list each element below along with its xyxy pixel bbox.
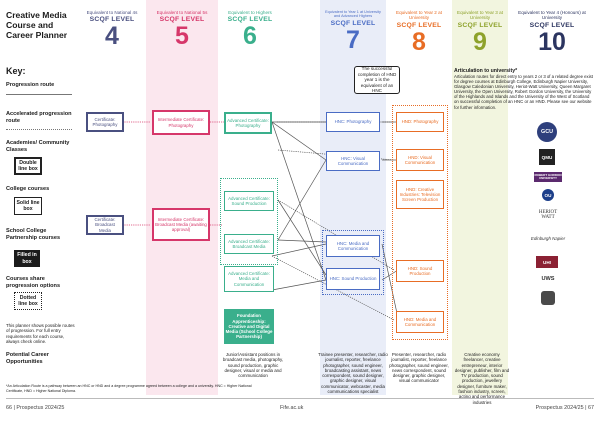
hnd-callout: The successful completion of HND year 1 … (354, 66, 400, 94)
course-int-broadcast: Intermediate Certificate: Broadcast Medi… (152, 208, 210, 241)
course-hnd-media-comm: HND: Media and Communication (396, 311, 444, 333)
key-progression-line (6, 94, 72, 95)
level-8-number: 8 (412, 27, 426, 56)
level-6-number: 6 (243, 22, 257, 51)
level-6-equiv: Equivalent to Highers (228, 10, 272, 15)
career-level-9: Creative economy freelancer, creative en… (454, 352, 510, 405)
footer-right: Prospectus 2024/25 | 67 (535, 405, 594, 411)
level-9-number: 9 (473, 27, 487, 56)
logo-rgu: ROBERT GORDON UNIVERSITY (534, 172, 562, 182)
page-title: Creative Media Course and Career Planner (6, 10, 68, 41)
column-level-10: Equivalent to Year 4 (Honours) at Univer… (510, 0, 594, 395)
logo-ou: OU (542, 189, 554, 201)
course-adv-media-comm: Advanced Certificate: Media and Communic… (224, 266, 274, 292)
logo-gcu: GCU (537, 122, 557, 142)
university-heading: Articulation to university* (454, 68, 518, 74)
course-int-photography: Intermediate Certificate: Photography (152, 110, 210, 135)
key-academies: Academies/ Community Classes (6, 140, 70, 153)
level-10-equiv: Equivalent to Year 4 (Honours) at Univer… (518, 10, 586, 21)
footer-center: Fife.ac.uk (280, 405, 304, 411)
key-heading: Key: (6, 66, 26, 76)
course-adv-broadcast: Advanced Certificate: Broadcast Media (224, 234, 274, 254)
course-adv-photography: Advanced Certificate: Photography (224, 112, 272, 134)
logo-napier: Edinburgh Napier (530, 236, 566, 241)
footer-rule (6, 398, 594, 399)
column-level-5: Equivalent to National 5s SCQF LEVEL 5 (146, 0, 218, 395)
level-10-number: 10 (538, 27, 566, 56)
footer-left: 66 | Prospectus 2024/25 (6, 405, 65, 411)
key-school-college: School College Partnership courses (6, 228, 61, 241)
course-hnd-sound: HND: Sound Production (396, 260, 444, 282)
logo-heriot-watt: HERIOT WATT (538, 210, 558, 221)
course-hnc-sound: HNC: Sound Production (326, 268, 380, 290)
university-text: Articulation routes for direct entry to … (454, 74, 594, 110)
logo-qmu: QMU (539, 149, 555, 165)
course-hnc-photography: HNC: Photography (326, 112, 380, 132)
logo-qmu-text: QMU (541, 154, 553, 160)
level-4-number: 4 (105, 22, 119, 51)
key-filled-box: Filled in box (14, 250, 40, 267)
key-accelerated-route: Accelerated progression route (6, 111, 72, 124)
course-adv-sound: Advanced Certificate: Sound Production (224, 191, 274, 211)
course-hnd-visual: HND: Visual Communication (396, 149, 444, 171)
column-bg-level-7 (320, 0, 386, 395)
level-7-equiv: Equivalent to Year 1 at University and A… (325, 10, 381, 19)
column-bg-level-9 (452, 0, 508, 395)
career-level-8: Presenter, researcher, radio journalist,… (389, 352, 449, 384)
key-accelerated-line (6, 129, 72, 130)
course-hnd-photography: HND: Photography (396, 112, 444, 132)
course-cert-broadcast: Certificate: Broadcast Media (86, 215, 124, 235)
column-level-7: Equivalent to Year 1 at University and A… (320, 0, 386, 395)
level-7-number: 7 (346, 25, 360, 54)
column-level-4: Equivalent to National 4s SCQF LEVEL 4 (80, 0, 144, 395)
course-cert-photography: Certificate: Photography (86, 112, 124, 132)
key-potential-careers: Potential Career Opportunities (6, 352, 49, 365)
course-hnc-shared-group (322, 230, 384, 295)
course-foundation-apprenticeship: Foundation Apprenticeship: Creative and … (224, 309, 274, 344)
key-solid-box: Solid line box (14, 197, 42, 215)
logo-uhi-text: UHI (543, 259, 551, 265)
key-double-box: Double line box (14, 157, 42, 175)
level-10-label: SCQF LEVEL (529, 21, 575, 29)
level-4-equiv: Equivalent to National 4s (86, 10, 138, 15)
level-5-label: SCQF LEVEL (159, 16, 205, 24)
logo-ou-text: OU (544, 192, 552, 198)
column-level-9: Equivalent to Year 3 at University SCQF … (452, 0, 508, 395)
course-hnc-media-comm: HNC: Media and Communication (326, 235, 380, 257)
course-hnd-creative: HND: Creative Industries: Television Scr… (396, 180, 444, 209)
level-4-label: SCQF LEVEL (89, 16, 135, 24)
logo-crest-icon (541, 291, 555, 305)
level-5-number: 5 (175, 22, 189, 51)
column-bg-level-5 (146, 0, 218, 395)
key-courses-share: Courses share progression options (6, 276, 61, 289)
key-note: This planner shows possible routes of pr… (6, 323, 75, 344)
level-8-label: SCQF LEVEL (396, 21, 442, 29)
level-7-label: SCQF LEVEL (330, 19, 376, 27)
column-level-6: Equivalent to Highers SCQF LEVEL 6 (220, 0, 280, 395)
footnote: *An Articulation Route is a pathway betw… (6, 384, 252, 393)
logo-uws: UWS (541, 276, 555, 282)
key-college-courses: College courses (6, 186, 50, 192)
career-level-7: Trainee presenter, researcher, radio jou… (318, 352, 388, 395)
key-progression-route: Progression route (6, 82, 55, 88)
logo-gcu-text: GCU (541, 129, 553, 135)
course-hnd-shared-group (392, 105, 448, 340)
column-level-8: Equivalent to Year 2 at University SCQF … (388, 0, 450, 395)
logo-rgu-text: ROBERT GORDON UNIVERSITY (534, 172, 562, 180)
level-6-label: SCQF LEVEL (227, 16, 273, 24)
career-level-6: Junior/Assistant positions in broadcast … (222, 352, 284, 379)
course-hnc-visual: HNC: Visual Communication (326, 151, 380, 171)
level-9-label: SCQF LEVEL (457, 21, 503, 29)
course-adv-sound-group (220, 178, 278, 265)
key-dotted-box: Dotted line box (14, 292, 42, 310)
level-5-equiv: Equivalent to National 5s (156, 10, 208, 15)
level-8-equiv: Equivalent to Year 2 at University (396, 10, 442, 21)
level-9-equiv: Equivalent to Year 3 at University (457, 10, 503, 21)
logo-uhi: UHI (536, 256, 558, 268)
